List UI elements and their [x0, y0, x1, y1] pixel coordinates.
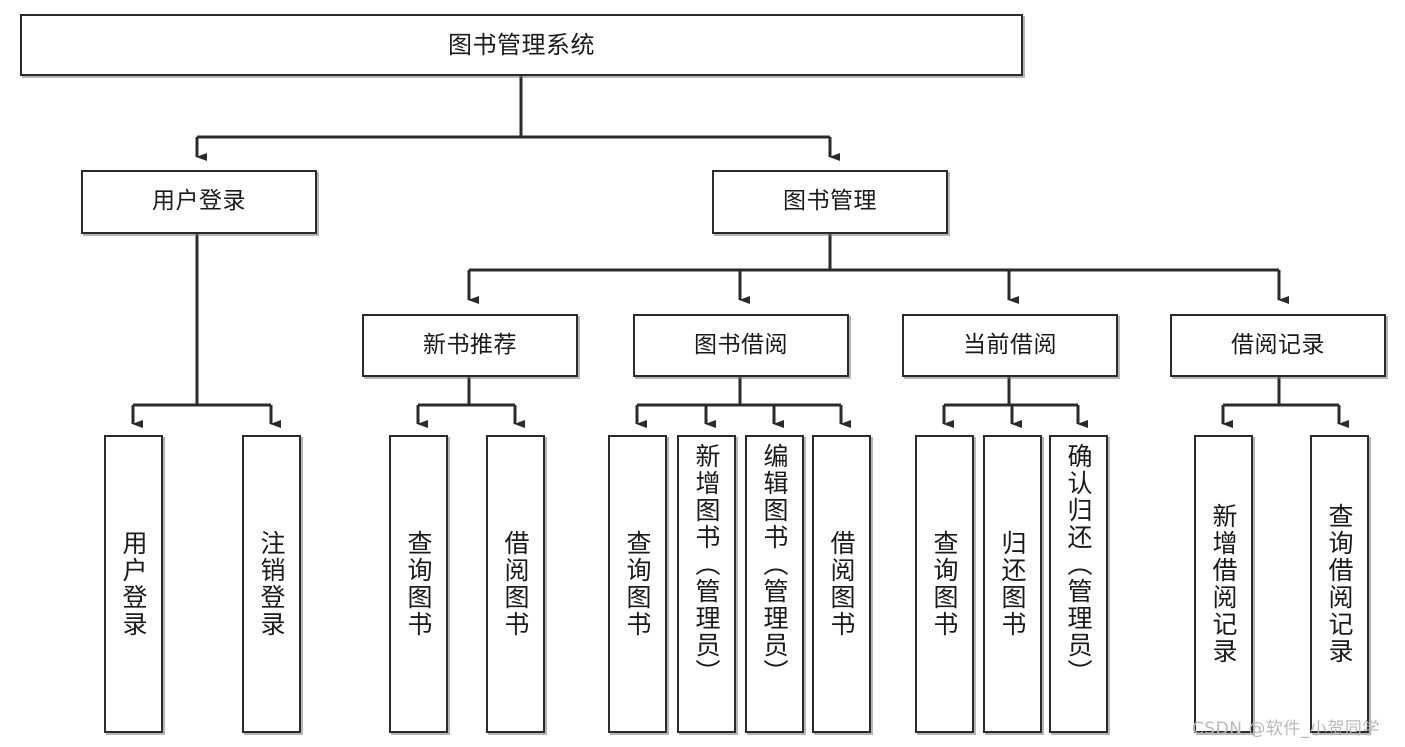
- node-label: 借阅记录: [1231, 331, 1325, 358]
- node-root-system[interactable]: 图书管理系统: [20, 14, 1023, 76]
- node-label: 查询图书: [404, 530, 433, 638]
- node-label: 借阅图书: [501, 530, 530, 638]
- node-label: 查询借阅记录: [1325, 503, 1354, 665]
- node-leaf-borrow-book-1[interactable]: 借阅图书: [486, 435, 545, 733]
- node-leaf-user-logout[interactable]: 注销登录: [242, 435, 301, 733]
- node-label: 确认归还（管理员）: [1064, 443, 1093, 686]
- node-leaf-return-book[interactable]: 归还图书: [983, 435, 1042, 733]
- node-label: 编辑图书（管理员）: [760, 443, 789, 686]
- node-label: 图书管理: [783, 188, 877, 215]
- node-leaf-edit-book[interactable]: 编辑图书（管理员）: [745, 435, 804, 733]
- node-label: 查询图书: [623, 530, 652, 638]
- node-label: 借阅图书: [827, 530, 856, 638]
- node-label: 图书管理系统: [448, 30, 595, 59]
- node-user-login[interactable]: 用户登录: [81, 170, 317, 234]
- node-leaf-query-book-3[interactable]: 查询图书: [915, 435, 974, 733]
- node-borrow-record[interactable]: 借阅记录: [1170, 314, 1386, 377]
- node-book-borrow[interactable]: 图书借阅: [633, 314, 849, 377]
- node-leaf-query-book-1[interactable]: 查询图书: [389, 435, 448, 733]
- node-new-book-recommend[interactable]: 新书推荐: [362, 314, 578, 377]
- node-leaf-query-book-2[interactable]: 查询图书: [608, 435, 667, 733]
- node-current-borrow[interactable]: 当前借阅: [902, 314, 1118, 377]
- node-label: 用户登录: [152, 188, 246, 215]
- node-leaf-add-book[interactable]: 新增图书（管理员）: [677, 435, 736, 733]
- node-label: 新增图书（管理员）: [692, 443, 721, 686]
- node-label: 用户登录: [119, 530, 148, 638]
- node-label: 当前借阅: [963, 331, 1057, 358]
- node-leaf-confirm-return[interactable]: 确认归还（管理员）: [1049, 435, 1108, 733]
- node-book-manage[interactable]: 图书管理: [712, 170, 948, 234]
- node-label: 新增借阅记录: [1209, 503, 1238, 665]
- node-label: 查询图书: [930, 530, 959, 638]
- node-label: 新书推荐: [423, 331, 517, 358]
- node-leaf-add-record[interactable]: 新增借阅记录: [1194, 435, 1253, 733]
- node-label: 归还图书: [998, 530, 1027, 638]
- node-leaf-query-record[interactable]: 查询借阅记录: [1310, 435, 1369, 733]
- node-label: 图书借阅: [694, 331, 788, 358]
- node-label: 注销登录: [257, 530, 286, 638]
- node-leaf-borrow-book-2[interactable]: 借阅图书: [812, 435, 871, 733]
- node-leaf-user-login[interactable]: 用户登录: [104, 435, 163, 733]
